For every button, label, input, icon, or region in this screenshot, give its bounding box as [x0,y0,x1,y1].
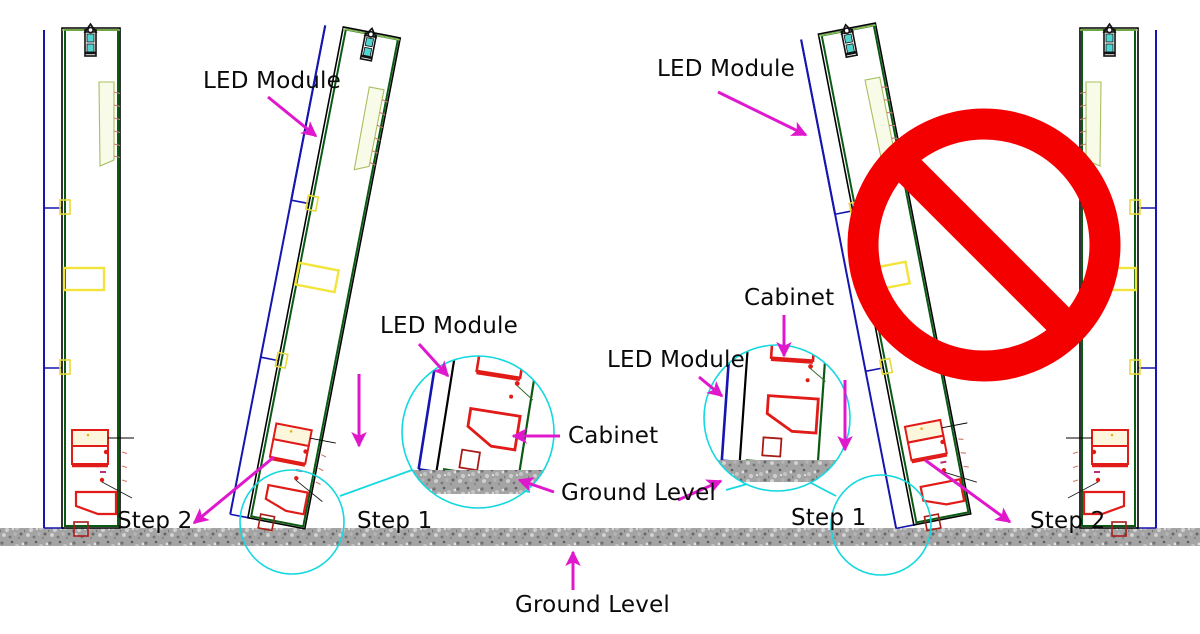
ground-strip [0,528,1200,546]
right-base-circle [830,474,932,576]
step-1-panel-left [227,18,417,541]
label-right-led-module: LED Module [657,56,795,82]
left-base-circle [239,469,345,575]
label-left-step-2: Step 2 [117,508,193,534]
arrow-left-led-module [267,95,318,138]
arrow-right-ground [677,479,723,502]
arrow-left-detail-ground [517,477,555,494]
arrow-right-detail-led-module [698,375,724,398]
label-left-detail-led-module: LED Module [380,313,518,339]
step-2-panel-left [42,22,136,538]
label-left-led-module: LED Module [203,68,341,94]
label-bottom-ground-level: Ground Level [515,592,670,618]
arrow-step2-left [192,455,275,525]
prohibition-sign [847,108,1121,382]
arrow-left-detail-led-module [417,342,450,378]
label-right-step-2: Step 2 [1030,508,1106,534]
label-left-detail-cabinet: Cabinet [568,423,658,449]
label-left-detail-ground-level: Ground Level [561,480,716,506]
callout-arrows [192,90,1012,590]
label-right-step-1: Step 1 [791,505,867,531]
arrow-step2-right [924,458,1012,524]
right-zoom-detail [703,344,851,492]
label-right-detail-led-module: LED Module [607,347,745,373]
label-left-step-1: Step 1 [357,508,433,534]
label-right-detail-cabinet: Cabinet [744,285,834,311]
arrow-right-led-module [717,90,808,137]
annotation-labels: LED Module LED Module Cabinet Ground Lev… [117,56,1106,618]
